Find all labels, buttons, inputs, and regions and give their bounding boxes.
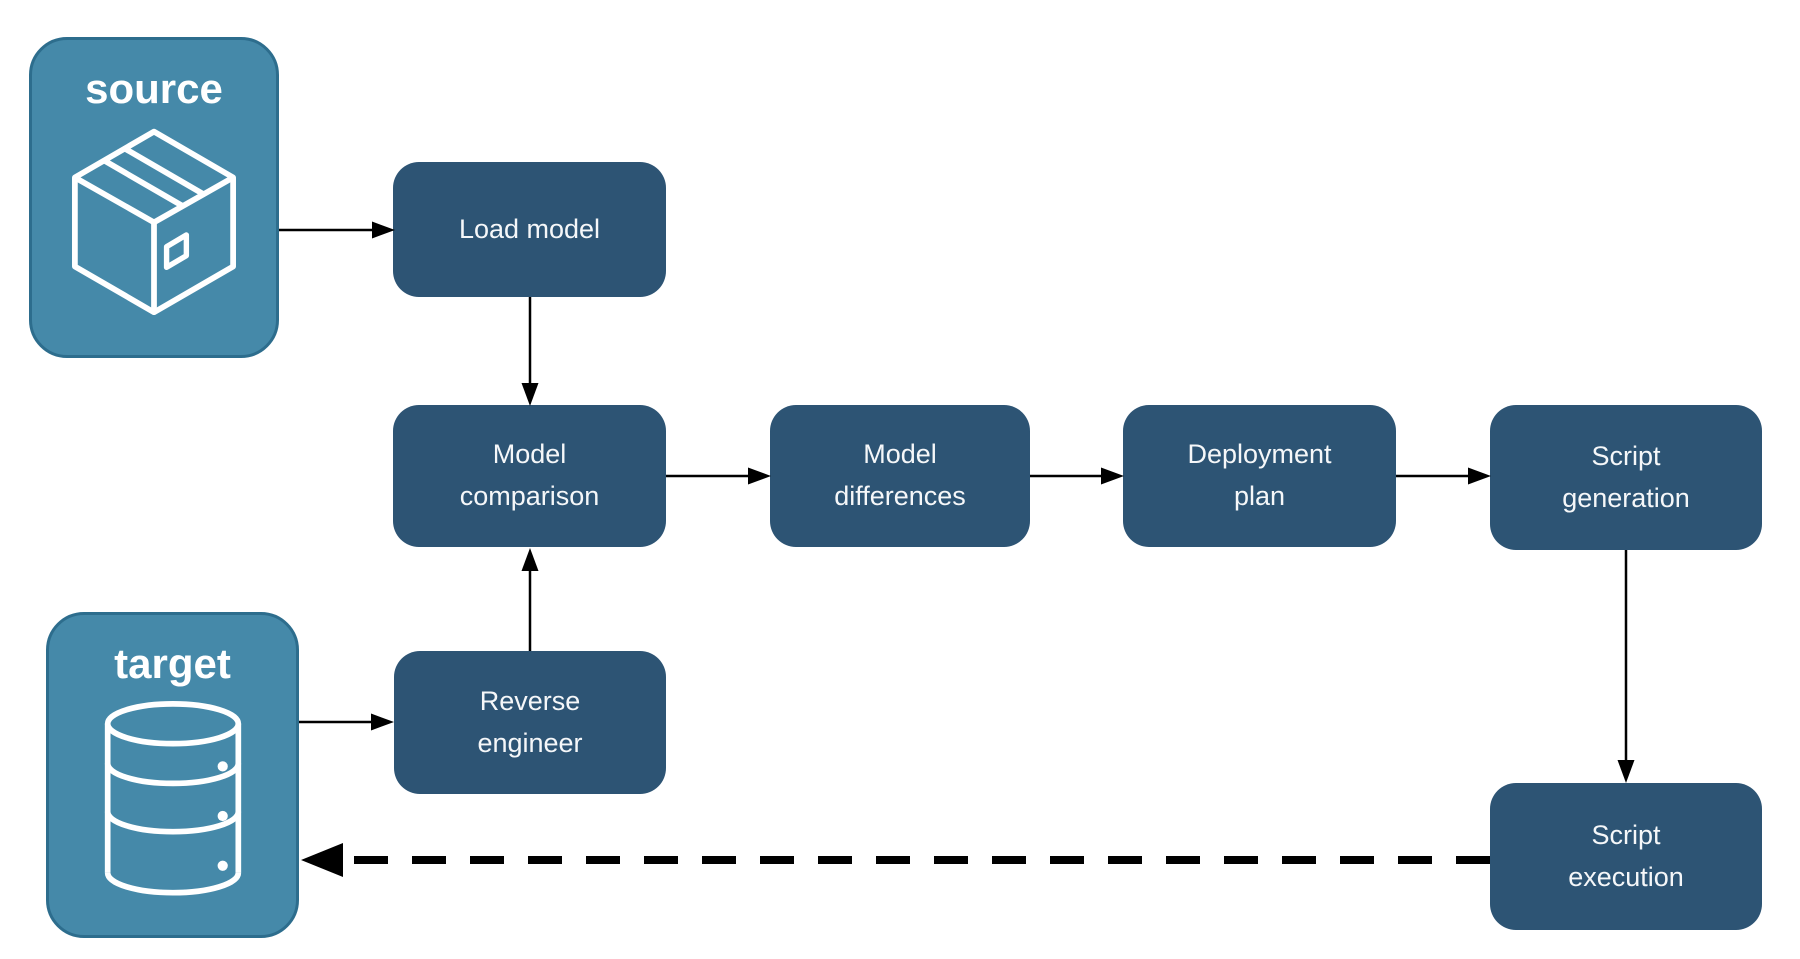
- node-model-comparison-label: Model comparison: [459, 439, 600, 511]
- node-model-differences: Model differences: [770, 405, 1030, 547]
- node-deployment-plan: Deployment plan: [1123, 405, 1396, 547]
- endpoint-source-label: source: [85, 65, 223, 112]
- edge-source-to-load-model: [279, 221, 395, 239]
- node-deployment-plan-label: Deployment plan: [1187, 439, 1332, 511]
- node-reverse-engineer-label: Reverse engineer: [477, 685, 583, 758]
- node-load-model: Load model: [393, 162, 666, 297]
- node-script-execution-label: Script execution: [1568, 819, 1684, 892]
- node-script-generation: Script generation: [1490, 405, 1762, 550]
- edge-script-execution-to-target-dashed: [301, 843, 1490, 877]
- edge-model-differences-to-deployment-plan: [1030, 467, 1124, 485]
- node-script-execution: Script execution: [1490, 783, 1762, 930]
- node-script-generation-label: Script generation: [1562, 440, 1690, 513]
- node-reverse-engineer: Reverse engineer: [394, 651, 666, 794]
- endpoint-target-label: target: [114, 640, 231, 687]
- node-model-comparison: Model comparison: [393, 405, 666, 547]
- edge-reverse-engineer-to-model-comparison: [521, 548, 539, 651]
- edge-target-to-reverse-engineer: [299, 713, 394, 731]
- node-load-model-label: Load model: [458, 213, 601, 244]
- database-icon: [104, 701, 241, 896]
- edge-load-model-to-model-comparison: [521, 297, 539, 406]
- endpoint-source: source: [29, 37, 279, 358]
- edge-deployment-plan-to-script-generation: [1396, 467, 1491, 485]
- endpoint-target: target: [46, 612, 299, 938]
- node-model-differences-label: Model differences: [834, 439, 966, 511]
- package-icon: [72, 128, 236, 316]
- edge-model-comparison-to-model-differences: [666, 467, 771, 485]
- edge-script-generation-to-script-execution: [1617, 550, 1635, 783]
